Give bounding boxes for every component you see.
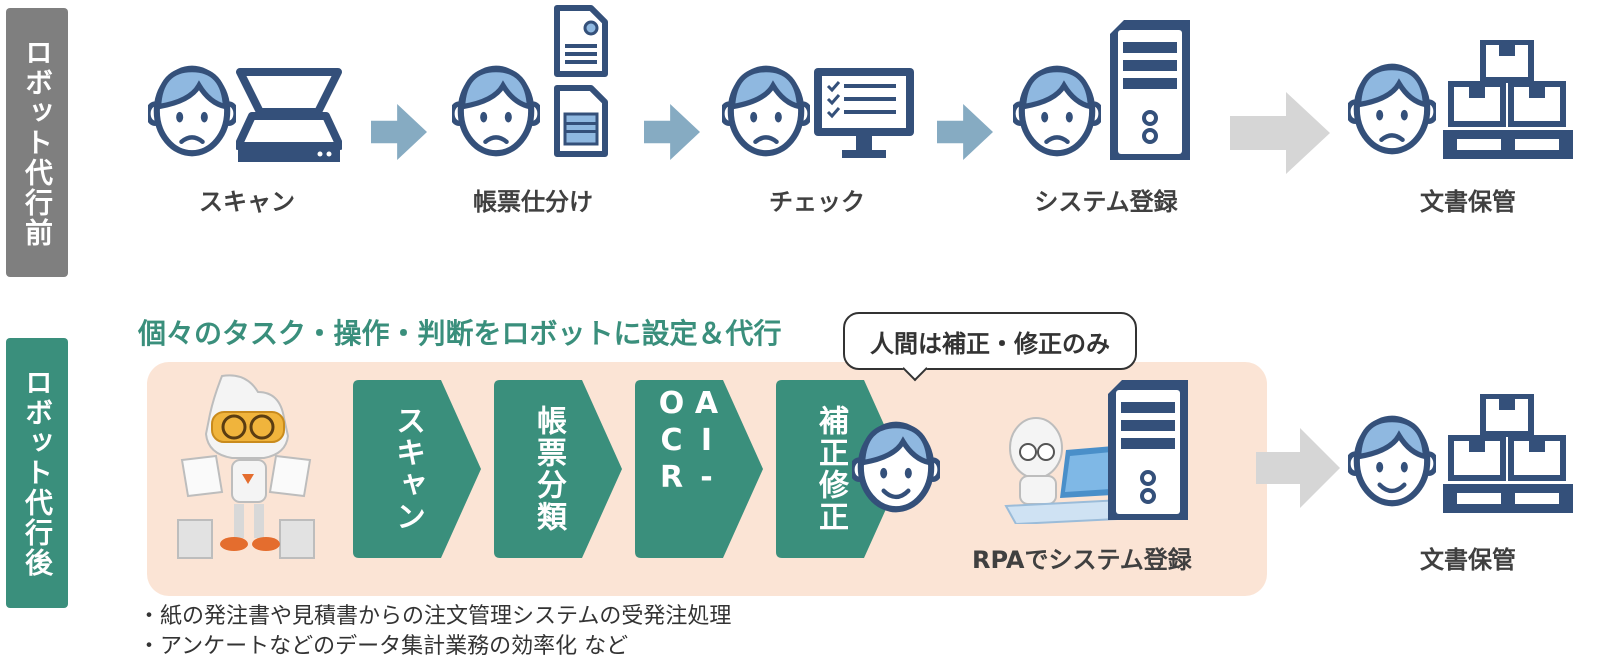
server-icon	[1106, 380, 1190, 520]
sad-person-icon	[1013, 62, 1101, 160]
scanner-icon	[236, 68, 342, 162]
chevron-correct-label: 補正修正	[813, 405, 848, 533]
arrow-right-icon	[937, 102, 993, 162]
step-label-scan: スキャン	[199, 188, 295, 216]
arrow-right-icon	[1256, 428, 1340, 508]
rpa-label: RPAでシステム登録	[972, 546, 1192, 574]
robot-mascot-icon	[177, 374, 315, 559]
before-tab: ロボット代行前	[6, 8, 68, 277]
chevron-ocr	[635, 380, 763, 558]
chevron-scan-label: スキャン	[390, 405, 425, 533]
step-label-check: チェック	[769, 188, 865, 216]
arrow-right-icon	[644, 102, 700, 162]
boxes-pallet-icon	[1443, 394, 1573, 514]
step-label-storage: 文書保管	[1420, 188, 1516, 216]
happy-person-icon	[1348, 412, 1436, 510]
boxes-pallet-icon	[1443, 40, 1573, 160]
happy-person-icon	[852, 418, 940, 516]
chevron-correct	[776, 380, 904, 558]
arrow-right-icon	[1230, 92, 1330, 174]
monitor-checklist-icon	[814, 68, 914, 158]
chevron-scan	[353, 380, 481, 558]
chevron-classify	[494, 380, 622, 558]
step-label-sort: 帳票仕分け	[473, 188, 593, 216]
use-case-note-2: ・アンケートなどのデータ集計業務の効率化 など	[138, 634, 629, 659]
sad-person-icon	[1348, 60, 1436, 158]
server-icon	[1108, 20, 1192, 160]
use-case-note-1: ・紙の発注書や見積書からの注文管理システムの受発注処理	[138, 604, 732, 629]
chevron-ocr-label: AI-OCR	[654, 386, 724, 497]
after-tab-label: ロボット代行後	[21, 368, 54, 578]
sad-person-icon	[722, 62, 810, 160]
step-label-system: システム登録	[1034, 188, 1178, 216]
after-tab: ロボット代行後	[6, 338, 68, 608]
chevron-classify-label: 帳票分類	[531, 405, 566, 533]
step-label-storage-after: 文書保管	[1420, 546, 1516, 574]
arrow-right-icon	[371, 102, 427, 162]
sad-person-icon	[452, 62, 540, 160]
speech-bubble-text: 人間は補正・修正のみ	[870, 329, 1110, 358]
form-icon	[554, 85, 608, 157]
before-tab-label: ロボット代行前	[21, 37, 54, 248]
after-headline: 個々のタスク・操作・判断をロボットに設定＆代行	[138, 317, 782, 350]
document-icon	[554, 5, 608, 77]
sad-person-icon	[148, 62, 236, 160]
speech-bubble: 人間は補正・修正のみ	[843, 312, 1137, 370]
